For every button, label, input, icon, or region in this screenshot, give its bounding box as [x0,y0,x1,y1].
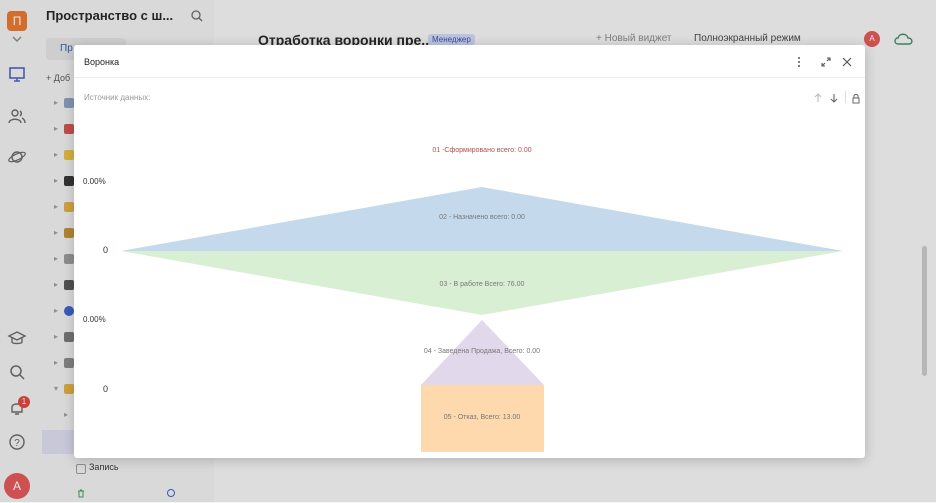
cloud-icon[interactable] [892,30,916,48]
page-emoji-icon [64,280,74,290]
sync-icon[interactable] [166,485,176,497]
stage-label-04: 04 - Заведена Продажа, Всего: 0.00 [424,348,540,355]
page-title[interactable]: Отработка воронки пре... [258,32,433,48]
page-emoji-icon [64,332,74,342]
user-avatar[interactable]: A [4,473,30,499]
data-source-label: Источник данных: [84,93,151,102]
tree-expand-icon[interactable]: ▸ [54,176,59,185]
funnel-modal: Воронка Источник данных: 01 -Сформирован… [74,45,865,458]
lock-icon[interactable] [850,91,862,104]
funnel-segment-02 [121,187,843,251]
funnel-segment-03 [121,251,843,315]
header-avatar[interactable]: A [864,31,880,47]
tree-expand-icon[interactable]: ▸ [54,228,59,237]
notifications-badge: 1 [18,396,30,408]
more-menu-icon[interactable] [792,55,806,69]
tree-expand-icon[interactable]: ▸ [54,254,59,263]
role-badge: Менеджер [428,34,475,45]
modal-title: Воронка [84,57,120,67]
svg-text:?: ? [14,438,20,449]
tree-expand-icon[interactable]: ▾ [54,384,59,393]
sort-asc-icon[interactable] [812,91,824,103]
tree-expand-icon[interactable]: ▸ [64,410,69,419]
tree-expand-icon[interactable]: ▸ [54,332,59,341]
workspace-badge[interactable]: П [7,11,27,31]
page-emoji-icon [64,202,74,212]
page-emoji-icon [64,124,74,134]
graduation-cap-icon[interactable] [7,328,27,348]
tree-expand-icon[interactable]: ▸ [54,98,59,107]
funnel-chart: 01 -Сформировано всего: 0.00 02 - Назнач… [83,147,843,452]
fullscreen-button[interactable]: Полноэкранный режим [694,33,801,44]
left-rail: П 1 ? A [0,0,34,502]
new-widget-button[interactable]: + Новый виджет [596,33,672,44]
funnel-segment-04 [421,320,544,385]
page-emoji-icon [64,306,74,316]
search-icon[interactable] [189,8,205,24]
planet-icon[interactable] [7,147,27,167]
stage-label-02: 02 - Назначено всего: 0.00 [439,214,525,221]
side-label-3: 0.00% [83,315,106,324]
page-emoji-icon [64,150,74,160]
close-icon[interactable] [840,55,854,69]
help-icon[interactable]: ? [7,432,27,452]
stage-label-05: 05 - Отказ, Всего: 13.00 [444,414,521,421]
modal-divider [74,77,865,78]
side-label-4: 0 [103,384,108,394]
tree-expand-icon[interactable]: ▸ [54,358,59,367]
add-page-button[interactable]: + Доб [46,73,71,83]
side-label-1: 0.00% [83,177,106,186]
page-emoji-icon [64,384,74,394]
page-emoji-icon [64,254,74,264]
chevron-down-icon[interactable] [7,30,27,43]
funnel-segment-05 [421,385,544,452]
users-icon[interactable] [7,106,27,126]
toolbar-divider [845,91,846,103]
space-title[interactable]: Пространство с ш... [46,8,174,23]
page-emoji-icon [64,358,74,368]
stage-label-03: 03 - В работе Всего: 76.00 [440,280,525,288]
sort-desc-icon[interactable] [828,91,840,103]
tree-expand-icon[interactable]: ▸ [54,280,59,289]
trash-icon[interactable] [76,485,86,498]
tree-expand-icon[interactable]: ▸ [54,306,59,315]
search-icon[interactable] [7,362,27,382]
tree-expand-icon[interactable]: ▸ [54,124,59,133]
stage-label-01: 01 -Сформировано всего: 0.00 [432,147,531,154]
page-emoji-icon [64,98,74,108]
page-emoji-icon [64,176,74,186]
tree-expand-icon[interactable]: ▸ [54,150,59,159]
expand-icon[interactable] [819,55,833,69]
page-emoji-icon [64,228,74,238]
page-scrollbar[interactable] [922,246,927,376]
side-label-2: 0 [103,245,108,255]
tree-expand-icon[interactable]: ▸ [54,202,59,211]
record-icon [76,464,86,474]
desktop-icon[interactable] [7,64,27,84]
sidebar-item-record[interactable]: Запись [89,462,119,472]
